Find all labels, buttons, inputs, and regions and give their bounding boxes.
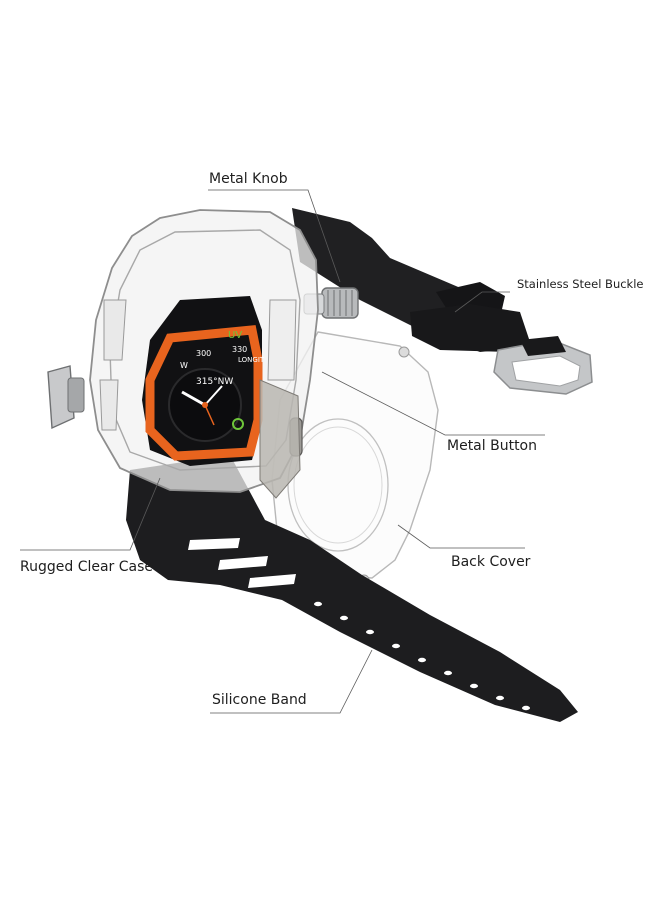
label-metal-button: Metal Button <box>447 438 537 454</box>
uv-text: UV <box>228 330 242 341</box>
metal-knob <box>303 287 359 319</box>
leader-band <box>210 649 373 714</box>
label-buckle: Stainless Steel Buckle <box>517 277 644 291</box>
buckle <box>410 282 593 395</box>
lower-band <box>126 455 578 722</box>
label-band: Silicone Band <box>212 692 307 708</box>
metal-button <box>259 379 303 499</box>
watch-screen: UV 315°NW 330 300 W LONGIT <box>142 296 265 466</box>
tick-300: 300 <box>196 349 211 358</box>
tick-w: W <box>180 361 188 370</box>
bezel-text: LONGIT <box>238 356 265 364</box>
tick-330: 330 <box>232 345 247 354</box>
leader-buckle <box>454 291 510 313</box>
label-metal-knob: Metal Knob <box>209 171 288 187</box>
label-back-cover: Back Cover <box>451 554 531 570</box>
band-slots <box>188 538 296 588</box>
left-crown <box>47 365 85 430</box>
label-case: Rugged Clear Case <box>20 559 154 575</box>
leader-case <box>20 477 161 551</box>
band-holes <box>314 601 530 711</box>
heading-text: 315°NW <box>196 377 233 387</box>
leader-lines <box>20 189 545 714</box>
leader-metal-button <box>321 371 545 436</box>
leader-back-cover <box>397 524 525 549</box>
leader-metal-knob <box>208 189 341 283</box>
